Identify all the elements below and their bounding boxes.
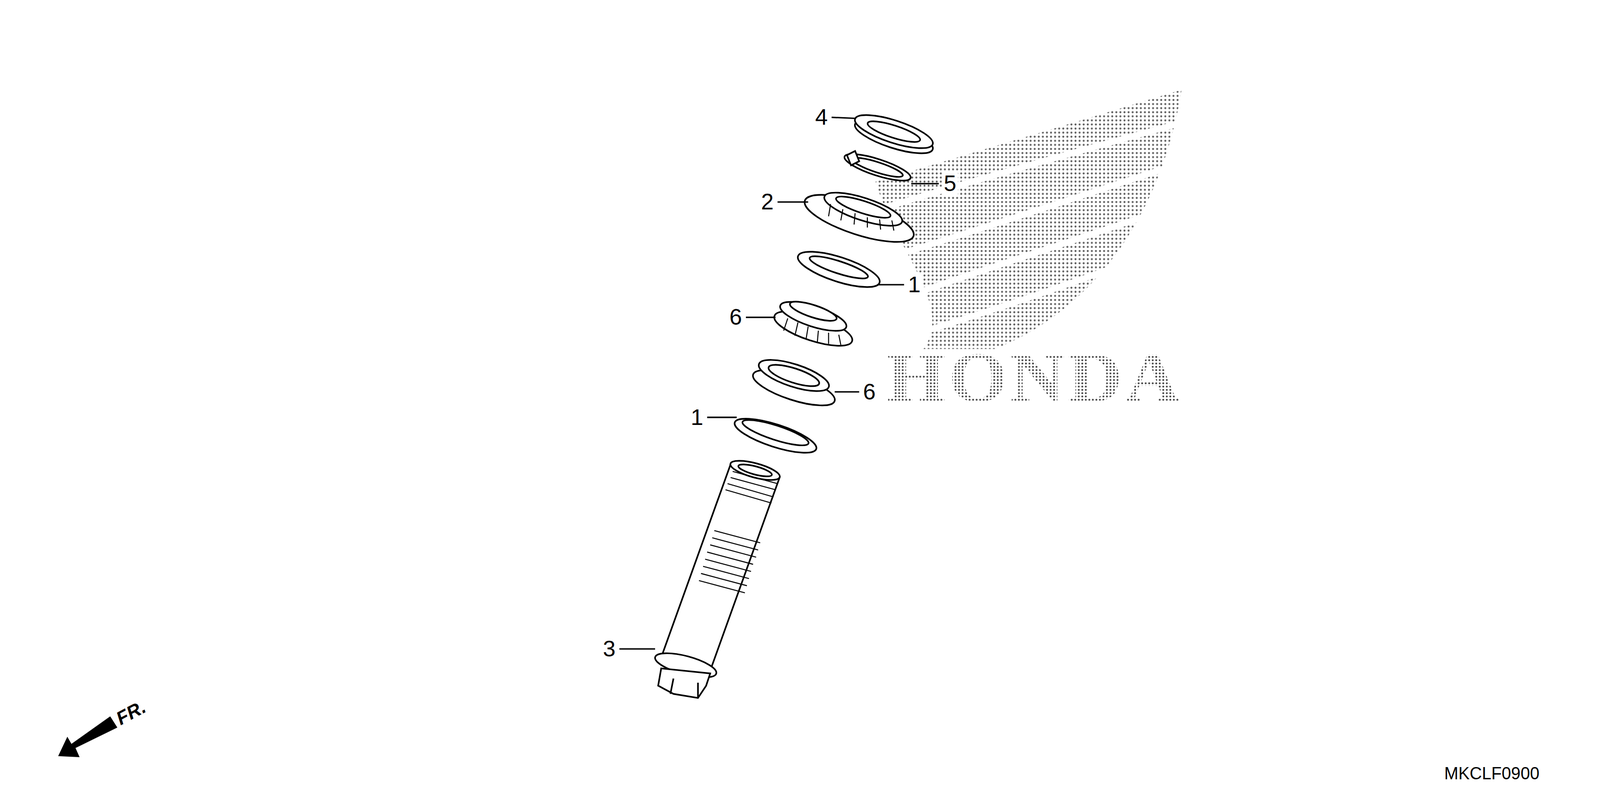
callout-number: 2 [759,189,776,215]
brand-watermark: HONDA [886,342,1183,413]
callout-number: 6 [861,379,878,405]
callout-number: 5 [941,171,959,196]
front-arrow [58,716,118,758]
front-label: FR. [112,696,149,728]
callout-number: 1 [688,405,706,430]
callout-number: 6 [727,304,744,330]
diagram-code: MKCLF0900 [1444,765,1540,783]
callout-number: 1 [905,272,923,297]
callout-number: 4 [813,104,830,130]
callout-number: 3 [600,636,618,662]
wing-watermark [875,89,1182,350]
